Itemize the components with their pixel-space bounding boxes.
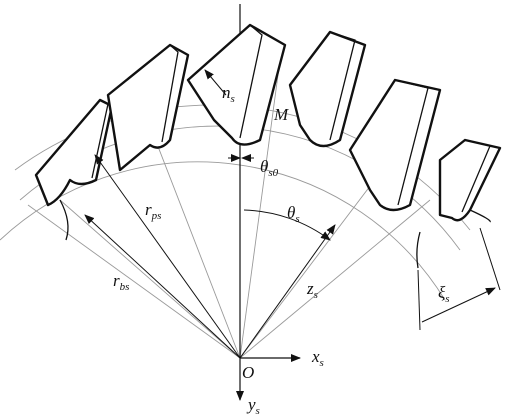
radial-lines — [27, 59, 431, 359]
label-theta-s: θs — [287, 203, 300, 225]
label-x-s: xs — [311, 347, 324, 369]
xi-dim-arrow — [421, 287, 496, 323]
label-theta-s0: θs0 — [260, 157, 279, 179]
base-radius-line — [84, 214, 241, 359]
theta-s-arc — [243, 209, 331, 241]
outer-circle-arc — [0, 161, 446, 301]
label-M: M — [273, 105, 289, 124]
gear-tooth-6 — [438, 138, 502, 222]
gear-tooth-5 — [348, 78, 442, 212]
label-xi-s: ξs — [438, 283, 450, 305]
xi-dim-line-left — [417, 269, 421, 331]
normal-vector-arrow — [204, 69, 227, 96]
label-y-s: ys — [246, 395, 260, 417]
gear-tooth-1 — [34, 98, 114, 207]
label-r-ps: rps — [145, 200, 161, 222]
label-n-s: ns — [222, 83, 235, 105]
label-z-s: zs — [306, 279, 318, 301]
xi-dim-line-right — [479, 227, 501, 291]
gear-tooth-2 — [106, 43, 190, 172]
label-O: O — [242, 363, 254, 382]
pitch-radius-line — [94, 154, 241, 359]
label-r-bs: rbs — [113, 271, 129, 293]
gear-tooth-4 — [288, 30, 367, 148]
gear-teeth — [34, 23, 502, 269]
gear-tooth-3 — [186, 23, 287, 146]
z-axis-line — [239, 224, 336, 359]
